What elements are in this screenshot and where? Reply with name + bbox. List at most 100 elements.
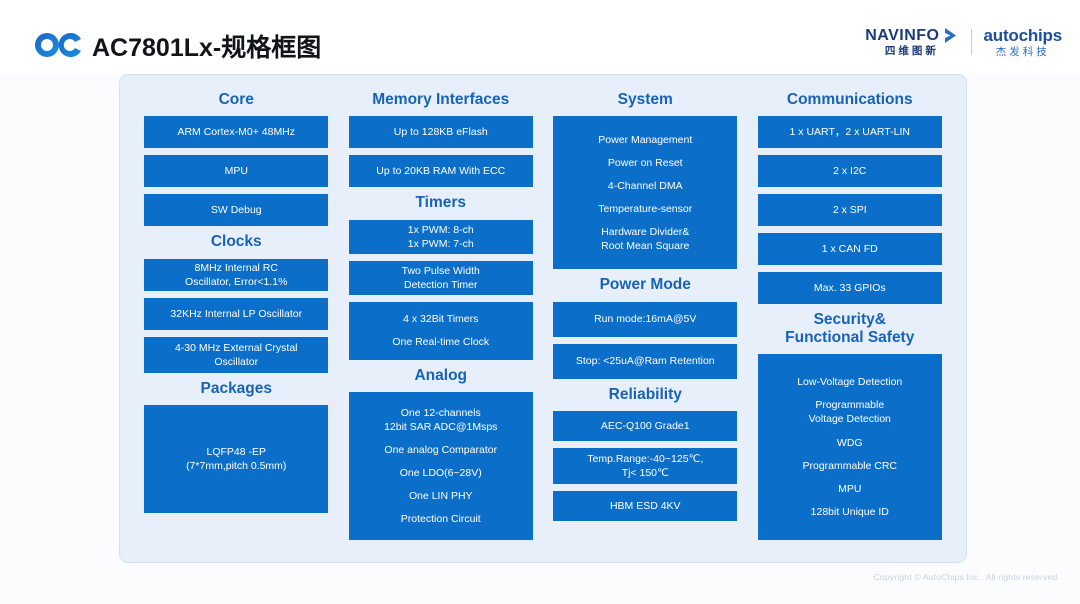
feature-box: 32KHz Internal LP Oscillator [144,297,329,330]
section-title: Packages [200,379,273,397]
diagram-column: Memory Interfaces Up to 128KB eFlash Up to… [339,85,544,552]
brand-divider [970,29,972,55]
feature-box-line: One Real-time Clock [392,336,490,349]
feature-box-line: One 12-channels [400,406,481,419]
feature-box-line: HBM ESD 4KV [609,500,681,513]
feature-box: AEC-Q100 Grade1 [553,411,738,442]
copyright-notice: Copyright © AutoChips Inc . All rights r… [873,572,1060,582]
feature-box-line: One LDO(6~28V) [399,467,482,480]
autochips-chinese-name: 杰发科技 [995,45,1050,58]
feature-box-line: Up to 128KB eFlash [393,126,488,139]
feature-box-line: (7*7mm,pitch 0.5mm) [186,460,287,473]
feature-box-line: Temperature-sensor [598,202,693,215]
feature-box-line: Stop: <25uA@Ram Retention [575,355,715,368]
feature-box: Stop: <25uA@Ram Retention [553,343,738,379]
feature-box: Temp.Range:-40~125℃,Tj< 150℃ [553,448,738,485]
feature-box-line: 4 x 32Bit Timers [403,313,479,326]
feature-box: 1 x CAN FD [757,233,942,266]
feature-box-line: LQFP48 -EP [206,446,267,459]
feature-box-line: 1x PWM: 7-ch [407,237,474,250]
section-title: Analog [414,366,468,384]
feature-box: Run mode:16mA@5V [553,301,738,337]
feature-box-line: SW Debug [210,204,262,217]
feature-box-line: 8MHz Internal RC [194,261,278,274]
feature-box-line: Voltage Detection [808,413,891,426]
feature-box: LQFP48 -EP(7*7mm,pitch 0.5mm) [144,405,329,514]
section-title: System [617,91,673,108]
feature-box-line: Programmable CRC [802,459,898,472]
page-title: AC7801Lx-规格框图 [92,34,322,62]
feature-box: ARM Cortex-M0+ 48MHz [144,116,329,149]
feature-box-line: Low-Voltage Detection [797,376,903,389]
feature-box-line: 2 x I2C [833,165,867,178]
feature-box: Max. 33 GPIOs [757,272,942,305]
feature-box-line: MPU [838,482,862,495]
feature-box-line: 32KHz Internal LP Oscillator [170,307,303,320]
navinfo-chinese-name: 四维图新 [884,45,939,58]
feature-box-line: One analog Comparator [384,444,498,457]
slide-header: AC7801Lx-规格框图 NAVINFO 四维图新 autochips 杰发科… [0,0,1080,74]
oc-logo-icon [33,31,85,59]
feature-box: Up to 20KB RAM With ECC [348,155,533,188]
feature-box-line: Tj< 150℃ [621,467,669,480]
feature-box-line: Power on Reset [607,156,683,169]
feature-box-line: Max. 33 GPIOs [813,282,886,295]
feature-box-line: 4-30 MHz External Crystal [174,341,298,354]
feature-box-line: Hardware Divider& [601,225,690,238]
navinfo-wordmark: NAVINFO [865,26,940,44]
feature-box: Up to 128KB eFlash [348,116,533,149]
feature-box-line: WDG [836,436,863,449]
feature-box-line: 12bit SAR ADC@1Msps [384,420,498,433]
section-title: Timers [415,194,467,212]
feature-box-line: Run mode:16mA@5V [594,313,697,326]
feature-box-line: Programmable [815,399,885,412]
navinfo-chevron-icon [944,28,956,44]
feature-box-line: Root Mean Square [601,239,690,252]
section-title: Reliability [608,385,682,403]
autochips-logo: autochips 杰发科技 [984,27,1063,58]
feature-box-line: 128bit Unique ID [810,505,889,518]
feature-box-line: AEC-Q100 Grade1 [600,420,690,433]
feature-box-line: 1 x UART，2 x UART-LIN [789,126,910,139]
section-title: Core [218,91,254,108]
feature-box-line: Oscillator, Error<1.1% [185,275,288,288]
diagram-column-inner: Memory Interfaces Up to 128KB eFlash Up to… [348,85,533,547]
feature-box-line: Up to 20KB RAM With ECC [376,165,506,178]
section-title: Clocks [210,233,262,251]
feature-box-line: 4-Channel DMA [607,179,683,192]
feature-box-line: MPU [224,165,248,178]
feature-box: 2 x I2C [757,155,942,188]
feature-box: MPU [144,155,329,188]
feature-box-line: Two Pulse Width [401,264,480,277]
feature-box-line: One LIN PHY [408,490,473,503]
feature-box-line: ARM Cortex-M0+ 48MHz [177,126,296,139]
section-title: Memory Interfaces [372,91,510,108]
navinfo-logo: NAVINFO 四维图新 [865,27,958,57]
autochips-wordmark: autochips [983,25,1063,45]
feature-box-line: 2 x SPI [832,204,867,217]
feature-box-line: 1x PWM: 8-ch [407,223,474,236]
feature-box-line: Power Management [598,133,693,146]
section-title: Power Mode [599,276,691,294]
feature-box-line: 1 x CAN FD [821,243,878,256]
section-title: Security&Functional Safety [785,311,915,346]
feature-box-line: Oscillator [214,355,259,368]
feature-box: HBM ESD 4KV [553,491,738,522]
feature-box: SW Debug [144,194,329,227]
feature-box: 1 x UART，2 x UART-LIN [757,116,942,149]
